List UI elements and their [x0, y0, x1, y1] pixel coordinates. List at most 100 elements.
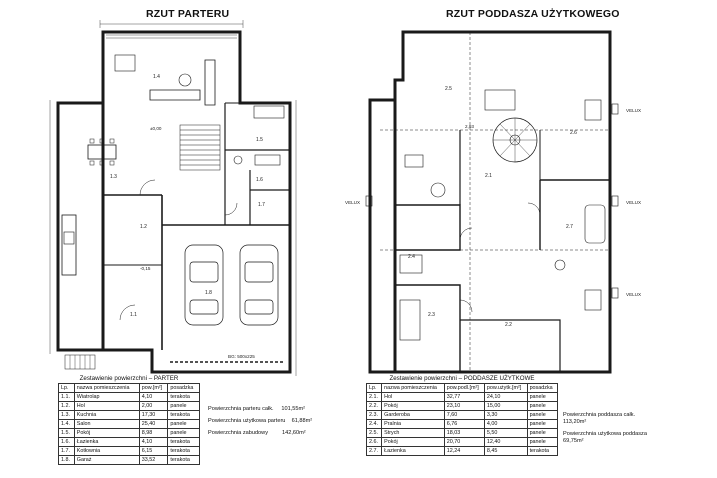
col-header: posadzka: [526, 383, 559, 393]
col-header: posadzka: [167, 383, 200, 393]
stat-row: Powierzchnia parteru całk. 101,55m²: [208, 406, 306, 412]
col-header: pow.[m²]: [138, 383, 169, 393]
table-cell: Strych: [381, 428, 445, 438]
room-label-1-6: 1.6: [256, 177, 263, 183]
table-header-row: Lp. nazwa pomieszczenia pow.podl.[m²] po…: [365, 383, 559, 393]
velux-label-4: VELUX: [345, 200, 360, 205]
table-cell: 1.7.: [58, 446, 75, 456]
col-header: pow.podl.[m²]: [443, 383, 485, 393]
col-header: pow.użytk.[m²]: [483, 383, 528, 393]
table-cell: Hol: [381, 392, 445, 402]
table-cell: 2.2.: [365, 401, 383, 411]
table-cell: Pokój: [381, 401, 445, 411]
table-cell: panele: [526, 428, 559, 438]
table-cell: 1.1.: [58, 392, 75, 402]
table-cell: 1.8.: [58, 455, 75, 465]
table-cell: terakota: [167, 392, 200, 402]
table-cell: 6,76: [443, 419, 485, 429]
table-cell: 15,00: [483, 401, 528, 411]
table-cell: 17,30: [138, 410, 169, 420]
attic-floor-title: RZUT PODDASZA UŻYTKOWEGO: [446, 8, 620, 20]
table-cell: terakota: [167, 455, 200, 465]
table-cell: 1.3.: [58, 410, 75, 420]
room-label-2-7: 2.7: [566, 224, 573, 230]
table-cell: panele: [526, 437, 559, 447]
room-label-1-1: 1.1: [130, 312, 137, 318]
table-cell: 8,98: [138, 428, 169, 438]
table-cell: Pralnia: [381, 419, 445, 429]
table-cell: Hol: [73, 401, 140, 411]
table-cell: Łazienka: [73, 437, 140, 447]
stat-row: Powierzchnia poddasza całk.113,20m²: [563, 412, 636, 425]
table-cell: Salon: [73, 419, 140, 429]
table-cell: panele: [526, 410, 559, 420]
garage-gate-label: BG: 500x225: [228, 354, 255, 359]
ground-floor-area-table: Zestawienie powierzchni – PARTER Lp. naz…: [58, 374, 200, 465]
ground-table-caption: Zestawienie powierzchni – PARTER: [79, 374, 179, 382]
room-label-1-8: 1.8: [205, 290, 212, 296]
table-cell: 4,10: [138, 392, 169, 402]
table-cell: 2.5.: [365, 428, 383, 438]
stat-row: Powierzchnia użytkowa parteru 61,88m²: [208, 418, 313, 424]
table-cell: panele: [167, 419, 200, 429]
col-header: Lp.: [58, 383, 75, 393]
table-cell: terakota: [167, 446, 200, 456]
level-entry: -0,15: [140, 266, 151, 271]
attic-room-labels: 2.5 2.6 2.1 2.7 2.4 2.3 2.2 2,93 VELUX V…: [345, 86, 641, 328]
room-label-1-5: 1.5: [256, 137, 263, 143]
table-cell: terakota: [526, 446, 559, 456]
velux-label-3: VELUX: [626, 292, 641, 297]
table-cell: panele: [526, 419, 559, 429]
room-label-2-1: 2.1: [485, 173, 492, 179]
table-cell: 2,00: [138, 401, 169, 411]
ground-floor-stats: Powierzchnia parteru całk. 101,55m² Powi…: [208, 406, 312, 442]
table-cell: 1.5.: [58, 428, 75, 438]
table-cell: 33,52: [138, 455, 169, 465]
table-cell: Garderoba: [381, 410, 445, 420]
col-header: Lp.: [365, 383, 383, 393]
velux-label-2: VELUX: [626, 200, 641, 205]
table-cell: panele: [167, 428, 200, 438]
room-label-2-6: 2.6: [570, 130, 577, 136]
table-cell: 23,10: [443, 401, 485, 411]
velux-label-1: VELUX: [626, 108, 641, 113]
table-cell: Garaż: [73, 455, 140, 465]
table-cell: 1.4.: [58, 419, 75, 429]
table-cell: terakota: [167, 410, 200, 420]
table-cell: 4,00: [483, 419, 528, 429]
table-cell: 2.6.: [365, 437, 383, 447]
col-header: nazwa pomieszczenia: [73, 383, 140, 393]
room-label-2-3: 2.3: [428, 312, 435, 318]
table-cell: Pokój: [381, 437, 445, 447]
room-label-1-2: 1.2: [140, 224, 147, 230]
table-cell: 1.2.: [58, 401, 75, 411]
table-cell: 12,24: [443, 446, 485, 456]
table-cell: terakota: [167, 437, 200, 447]
table-cell: 12,40: [483, 437, 528, 447]
col-header: nazwa pomieszczenia: [381, 383, 445, 393]
room-label-2-2: 2.2: [505, 322, 512, 328]
table-cell: 8,45: [483, 446, 528, 456]
room-label-1-4: 1.4: [153, 74, 160, 80]
table-cell: Pokój: [73, 428, 140, 438]
attic-stats: Powierzchnia poddasza całk.113,20m² Powi…: [563, 412, 673, 450]
attic-table-caption: Zestawienie powierzchni – PODDASZE UŻYTK…: [389, 374, 535, 382]
table-cell: 24,10: [483, 392, 528, 402]
table-cell: Kuchnia: [73, 410, 140, 420]
table-header-row: Lp. nazwa pomieszczenia pow.[m²] posadzk…: [58, 383, 200, 393]
table-cell: 3,30: [483, 410, 528, 420]
room-label-1-7: 1.7: [258, 202, 265, 208]
